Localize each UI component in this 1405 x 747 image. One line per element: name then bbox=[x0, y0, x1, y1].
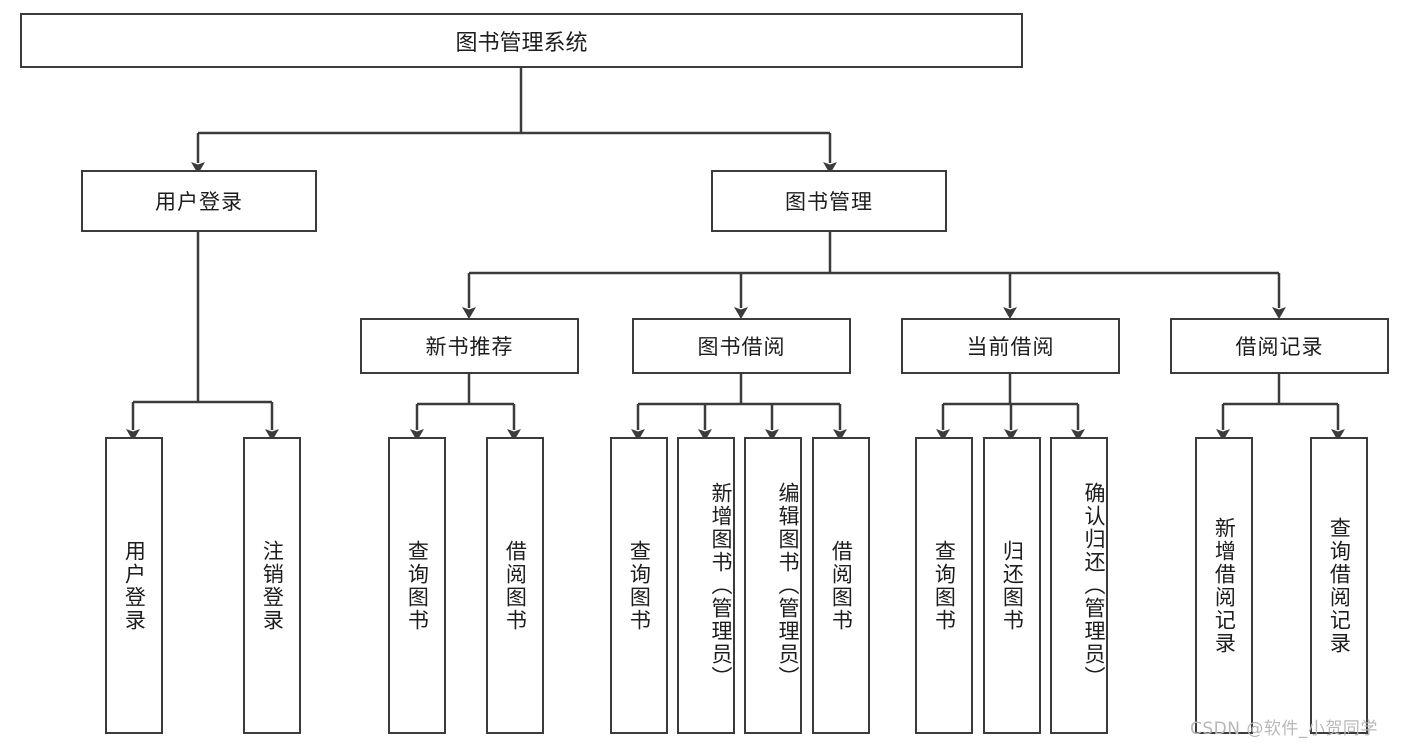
node-label: 借阅图书 bbox=[503, 539, 528, 632]
node-label: 新书推荐 bbox=[425, 335, 514, 359]
node-label: 新增图书（管理员） bbox=[709, 482, 733, 689]
leaf-current-query-book[interactable]: 查询图书 bbox=[915, 437, 973, 734]
leaf-current-return-book[interactable]: 归还图书 bbox=[983, 437, 1041, 734]
leaf-recommend-query-book[interactable]: 查询图书 bbox=[388, 437, 446, 734]
node-label: 查询借阅记录 bbox=[1327, 516, 1352, 655]
node-book-borrow[interactable]: 图书借阅 bbox=[632, 318, 851, 374]
node-label: 图书借阅 bbox=[697, 335, 786, 359]
node-book-management[interactable]: 图书管理 bbox=[711, 170, 947, 232]
node-label: 借阅图书 bbox=[829, 539, 854, 632]
node-new-book-recommend[interactable]: 新书推荐 bbox=[360, 318, 579, 374]
node-label: 注销登录 bbox=[260, 539, 285, 632]
leaf-current-confirm-return-admin[interactable]: 确认归还（管理员） bbox=[1050, 437, 1108, 734]
node-label: 编辑图书（管理员） bbox=[776, 482, 800, 689]
node-label: 确认归还（管理员） bbox=[1082, 482, 1106, 689]
leaf-borrow-query-book[interactable]: 查询图书 bbox=[610, 437, 668, 734]
node-label: 图书管理系统 bbox=[455, 30, 588, 56]
node-label: 借阅记录 bbox=[1235, 335, 1324, 359]
leaf-recommend-borrow-book[interactable]: 借阅图书 bbox=[486, 437, 544, 734]
node-label: 图书管理 bbox=[785, 190, 873, 214]
csdn-watermark: CSDN @软件_小贺同学 bbox=[1190, 719, 1378, 739]
node-label: 用户登录 bbox=[122, 539, 147, 632]
node-label: 查询图书 bbox=[405, 539, 430, 632]
leaf-user-login[interactable]: 用户登录 bbox=[105, 437, 163, 734]
node-user-login[interactable]: 用户登录 bbox=[81, 170, 317, 232]
node-label: 查询图书 bbox=[932, 539, 957, 632]
leaf-record-add-borrow-record[interactable]: 新增借阅记录 bbox=[1195, 437, 1253, 734]
node-borrow-record[interactable]: 借阅记录 bbox=[1170, 318, 1389, 374]
node-label: 用户登录 bbox=[155, 190, 243, 214]
node-label: 新增借阅记录 bbox=[1212, 516, 1237, 655]
node-label: 当前借阅 bbox=[966, 335, 1055, 359]
leaf-logout[interactable]: 注销登录 bbox=[243, 437, 301, 734]
leaf-borrow-borrow-book[interactable]: 借阅图书 bbox=[812, 437, 870, 734]
node-label: 归还图书 bbox=[1000, 539, 1025, 632]
leaf-record-query-borrow-record[interactable]: 查询借阅记录 bbox=[1310, 437, 1368, 734]
node-label: 查询图书 bbox=[627, 539, 652, 632]
node-root-system[interactable]: 图书管理系统 bbox=[20, 13, 1023, 68]
leaf-borrow-add-book-admin[interactable]: 新增图书（管理员） bbox=[677, 437, 735, 734]
leaf-borrow-edit-book-admin[interactable]: 编辑图书（管理员） bbox=[744, 437, 802, 734]
node-current-borrow[interactable]: 当前借阅 bbox=[901, 318, 1120, 374]
